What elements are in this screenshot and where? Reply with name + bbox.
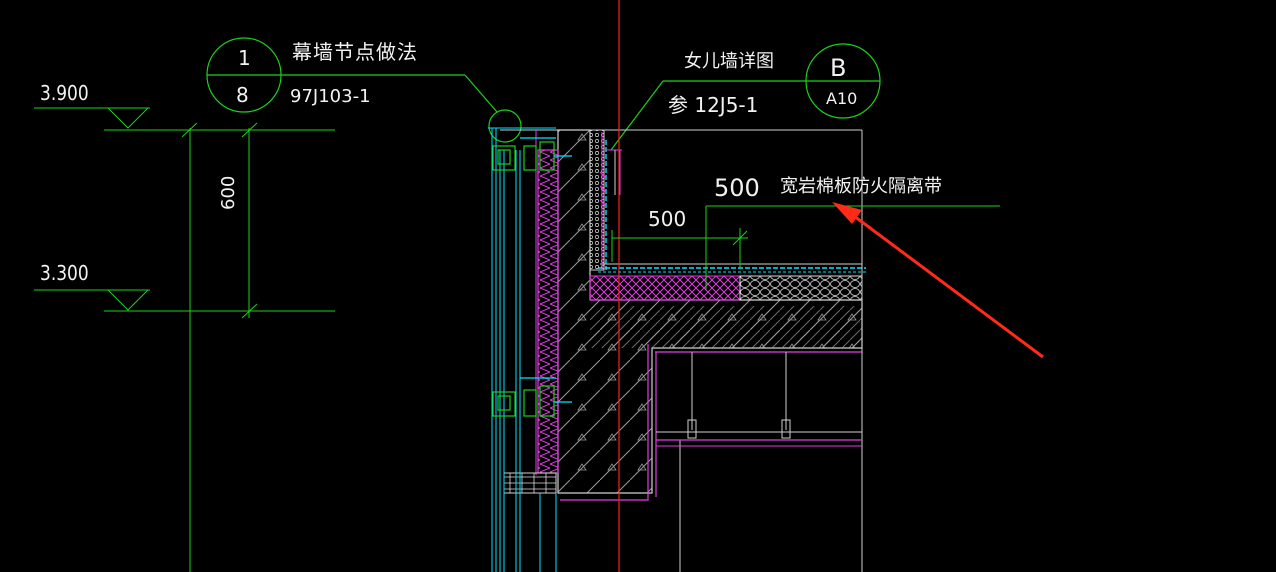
parapet-inner-insulation — [589, 129, 622, 271]
elevation-label-3900: 3.900 — [40, 81, 89, 105]
elevation-label-3300: 3.300 — [40, 261, 89, 285]
ceiling-structure — [560, 130, 863, 572]
annotation-dimension: 500 — [714, 174, 760, 202]
roof-slab-hatch — [590, 306, 862, 348]
callout-1-reference: 97J103-1 — [290, 86, 371, 107]
red-arrow-icon — [832, 202, 1044, 359]
callout-1-top: 1 — [238, 46, 251, 70]
inner-dimension-label: 500 — [648, 207, 687, 231]
elevation-marker-3900 — [34, 107, 335, 131]
roof-insulation-layers — [589, 263, 866, 301]
callout-b-top: B — [830, 54, 847, 82]
dimension-600-lines — [181, 122, 258, 572]
curtain-wall-top-bracket — [492, 137, 572, 171]
callout-b-a10-symbol — [610, 43, 881, 151]
callout-b-reference: 参 12J5-1 — [668, 93, 759, 117]
curtain-wall-mullions — [488, 127, 557, 572]
curtain-wall-bottom-bracket — [492, 377, 572, 417]
dimension-500-lines — [611, 205, 1000, 290]
callout-1-8-symbol — [206, 37, 522, 143]
callout-1-bottom: 8 — [236, 83, 249, 107]
brick-footing — [503, 472, 557, 494]
dimension-600-label: 600 — [218, 175, 239, 210]
callout-b-title: 女儿墙详图 — [684, 51, 774, 72]
annotation-label: 宽岩棉板防火隔离带 — [780, 176, 942, 197]
elevation-marker-3300 — [34, 289, 335, 312]
callout-b-bottom: A10 — [826, 89, 858, 108]
callout-1-title: 幕墙节点做法 — [292, 40, 418, 64]
external-wall-insulation — [535, 130, 559, 475]
